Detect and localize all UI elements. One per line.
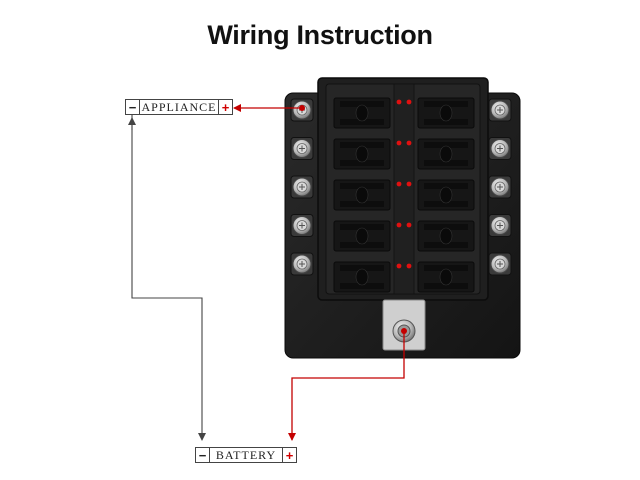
- indicator-led: [396, 263, 402, 269]
- terminal-screw: [290, 214, 314, 237]
- fuse-slot: [417, 220, 475, 252]
- terminal-screw: [488, 137, 512, 160]
- battery-label: BATTERY: [210, 447, 282, 463]
- fuse-slot: [417, 261, 475, 293]
- terminal-screws: [290, 98, 512, 276]
- indicator-led: [406, 99, 412, 105]
- appliance-label: APPLIANCE: [140, 99, 218, 115]
- indicator-led: [396, 140, 402, 146]
- positive-wire-battery: [288, 333, 405, 441]
- battery-positive-sign: +: [282, 447, 297, 463]
- fuse-slot: [333, 220, 391, 252]
- indicator-led: [396, 181, 402, 187]
- indicator-led: [406, 263, 412, 269]
- page-title: Wiring Instruction: [207, 20, 433, 50]
- battery-negative-sign: −: [195, 447, 210, 463]
- terminal-screw: [488, 214, 512, 237]
- terminal-screw: [488, 175, 512, 199]
- indicator-led: [406, 140, 412, 146]
- main-stud-connection-dot: [401, 328, 407, 334]
- indicator-led: [406, 222, 412, 228]
- appliance-wire-terminal-dot: [299, 105, 305, 111]
- fuse-slot: [333, 138, 391, 170]
- battery-label-box: − BATTERY +: [195, 447, 297, 463]
- negative-wire: [131, 115, 206, 441]
- wires: [128, 104, 405, 441]
- fuse-slot: [417, 97, 475, 129]
- appliance-label-box: − APPLIANCE +: [125, 99, 233, 115]
- fuse-slot: [333, 261, 391, 293]
- indicator-led: [406, 181, 412, 187]
- terminal-screw: [290, 252, 314, 276]
- terminal-screw: [488, 98, 512, 122]
- terminal-screw: [290, 175, 314, 199]
- indicator-leds: [396, 99, 412, 269]
- fuse-block: [284, 77, 521, 359]
- fuse-slot: [333, 97, 391, 129]
- indicator-led: [396, 99, 402, 105]
- appliance-positive-sign: +: [218, 99, 233, 115]
- appliance-negative-sign: −: [125, 99, 140, 115]
- terminal-screw: [488, 252, 512, 276]
- indicator-led: [396, 222, 402, 228]
- terminal-screw: [290, 137, 314, 160]
- fuse-slot: [417, 138, 475, 170]
- fuse-slot: [333, 179, 391, 211]
- fuse-slot: [417, 179, 475, 211]
- fuse-slots: [333, 97, 475, 293]
